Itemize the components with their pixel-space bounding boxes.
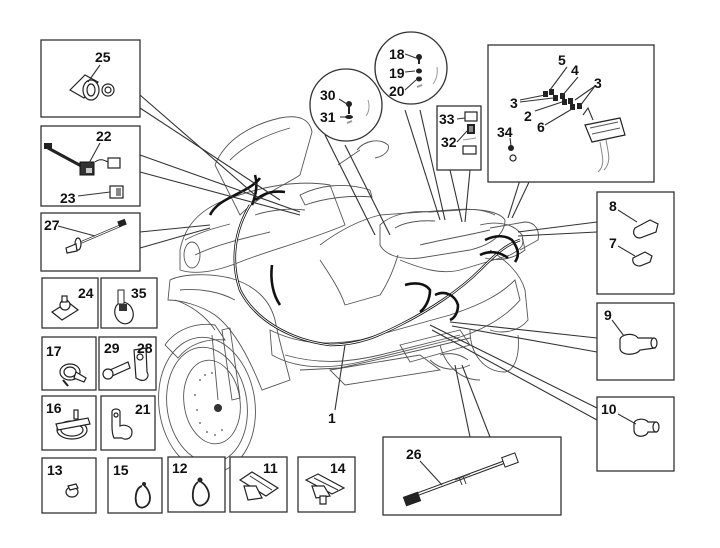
terminal-cap-part-icon — [633, 418, 660, 437]
callout-15: 15 — [113, 462, 129, 478]
clip-nut-part-icon — [50, 295, 80, 321]
box-21[interactable]: 21 — [100, 395, 156, 451]
screw-washer-part-icon — [345, 99, 370, 124]
terminal-cap-part-icon — [619, 333, 658, 355]
callout-27: 27 — [44, 217, 60, 233]
callout-33: 33 — [439, 111, 455, 127]
callout-12: 12 — [172, 460, 188, 476]
connector-lead-part-icon — [44, 143, 124, 199]
callout-5: 5 — [558, 52, 566, 68]
callout-29: 29 — [104, 340, 120, 356]
callout-22: 22 — [96, 128, 112, 144]
callout-34: 34 — [497, 124, 513, 140]
callout-24: 24 — [78, 285, 94, 301]
box-13[interactable]: 13 — [41, 457, 97, 514]
callout-1: 1 — [328, 410, 336, 426]
box-16[interactable]: 16 — [41, 395, 97, 451]
box-22-23[interactable]: 22 23 — [40, 125, 141, 207]
callout-3a: 3 — [510, 95, 518, 111]
box-9[interactable]: 9 — [596, 302, 675, 381]
box-fusebox[interactable]: 5 4 3 3 2 6 34 — [487, 44, 655, 183]
box-17[interactable]: 17 — [41, 336, 97, 391]
box-26[interactable]: 26 — [382, 436, 562, 516]
callout-2: 2 — [524, 108, 532, 124]
bolt-bracket-part-icon — [102, 347, 149, 381]
small-clip-part-icon — [65, 483, 79, 498]
box-12[interactable]: 12 — [167, 456, 226, 513]
screw-washers-part-icon — [416, 54, 438, 88]
cable-tie-part-icon — [191, 477, 210, 507]
callout-21: 21 — [135, 401, 151, 417]
callout-30: 30 — [320, 87, 336, 103]
box-35[interactable]: 35 — [100, 277, 158, 329]
callout-32: 32 — [441, 134, 457, 150]
hose-clamp-part-icon — [59, 363, 87, 387]
ignition-switch-part-icon — [69, 74, 115, 101]
callout-16: 16 — [46, 400, 62, 416]
callout-3b: 3 — [594, 75, 602, 91]
scooter-illustration — [158, 116, 539, 474]
callout-6: 6 — [537, 119, 545, 135]
lead-grommet-part-icon — [65, 218, 127, 254]
callout-11: 11 — [263, 460, 278, 476]
box-10[interactable]: 10 — [596, 396, 675, 472]
circle-18-20[interactable]: 18 19 20 — [374, 31, 448, 105]
callout-9: 9 — [604, 307, 612, 323]
clamp-stud-part-icon — [55, 409, 91, 440]
bracket-clamp-part-icon — [114, 289, 134, 325]
callout-19: 19 — [389, 65, 405, 81]
main-harness — [208, 174, 521, 347]
callout-23: 23 — [60, 190, 76, 206]
callout-13: 13 — [47, 462, 63, 478]
box-25[interactable]: 25 — [40, 39, 141, 118]
box-15[interactable]: 15 — [107, 457, 163, 514]
circle-30-31[interactable]: 30 31 — [309, 68, 383, 142]
callout-17: 17 — [46, 343, 62, 359]
callout-26: 26 — [406, 446, 422, 462]
callout-14: 14 — [330, 460, 346, 476]
cable-holder-part-icon — [238, 471, 280, 501]
box-11[interactable]: 11 — [229, 456, 288, 513]
p-clip-part-icon — [111, 408, 133, 440]
callout-10: 10 — [601, 401, 617, 417]
box-14[interactable]: 14 — [297, 456, 356, 513]
connector-part-icon — [632, 219, 659, 267]
cable-tie-part-icon — [134, 482, 151, 509]
extension-lead-part-icon — [402, 452, 519, 507]
relay-part-icon — [462, 111, 478, 155]
box-8-7[interactable]: 8 7 — [596, 191, 675, 295]
box-27[interactable]: 27 — [40, 212, 141, 272]
leader-lines — [139, 94, 598, 438]
callout-7: 7 — [609, 235, 617, 251]
callout-18: 18 — [389, 46, 405, 62]
callout-35: 35 — [131, 285, 147, 301]
callout-4: 4 — [571, 62, 579, 78]
callout-8: 8 — [609, 198, 617, 214]
cable-holder-part-icon — [304, 473, 346, 505]
callout-25: 25 — [95, 49, 111, 65]
box-24[interactable]: 24 — [41, 277, 99, 329]
box-29-28[interactable]: 29 28 — [98, 336, 157, 391]
box-33-32[interactable]: 33 32 — [436, 105, 482, 171]
callout-28: 28 — [137, 340, 153, 356]
callout-20: 20 — [389, 83, 405, 99]
callout-31: 31 — [320, 109, 336, 125]
